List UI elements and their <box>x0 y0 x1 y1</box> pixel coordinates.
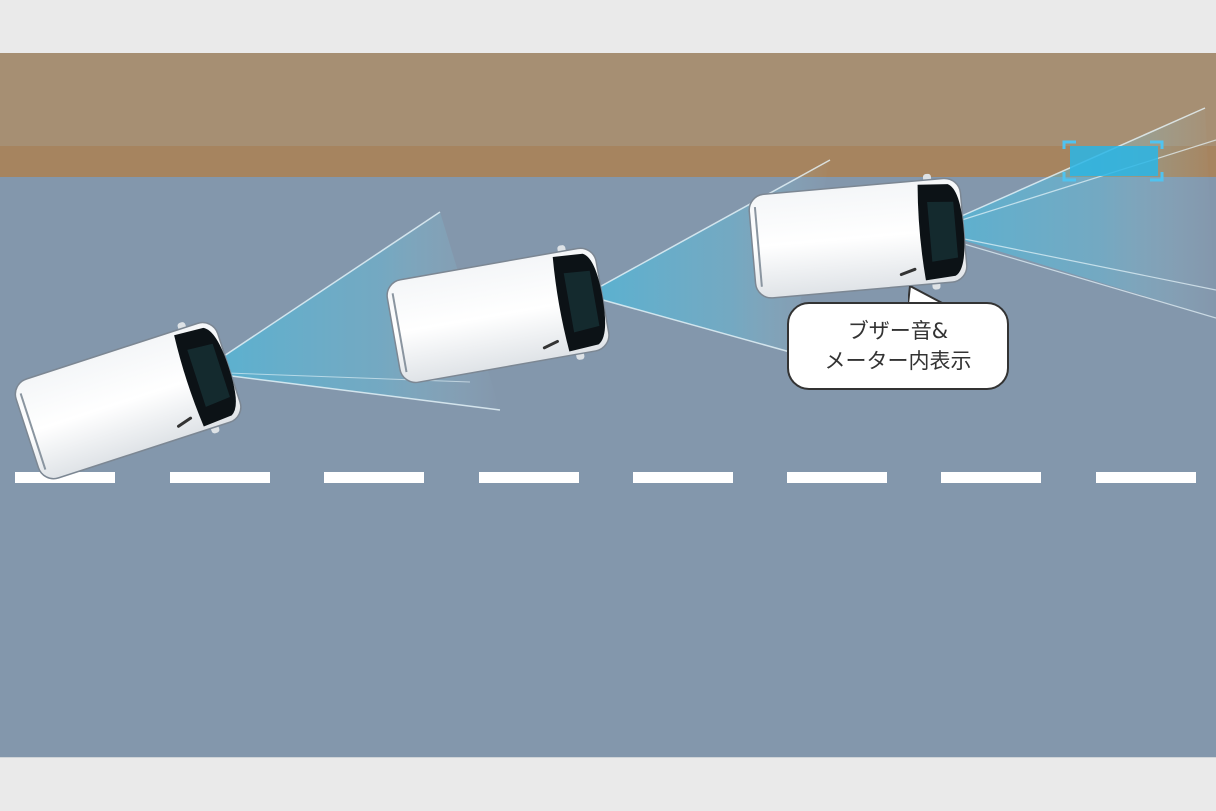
callout-tail <box>908 286 945 305</box>
lane-markings <box>15 472 1196 483</box>
sensor-beams <box>199 107 1216 411</box>
top-margin <box>0 0 1216 53</box>
callout-bubble: ブザー音& メーター内表示 <box>787 302 1009 390</box>
callout-line-2: メーター内表示 <box>824 349 972 373</box>
curb <box>0 146 1216 177</box>
vehicle-start <box>7 311 249 491</box>
road <box>0 177 1216 757</box>
bottom-margin <box>0 757 1216 811</box>
callout-line-1: ブザー音& <box>847 319 949 343</box>
target-bracket-icon <box>1062 140 1164 182</box>
sidewalk <box>0 53 1216 146</box>
